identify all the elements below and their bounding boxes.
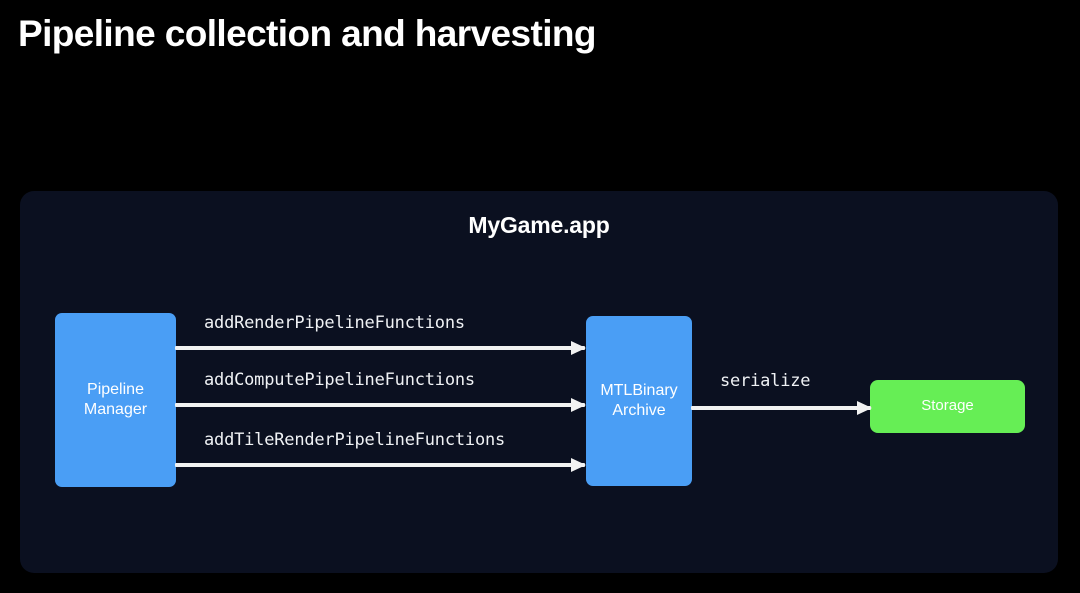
edge-label-add-tile-render-pipeline-functions: addTileRenderPipelineFunctions xyxy=(204,430,506,450)
node-pipeline-manager-label: Pipeline Manager xyxy=(84,380,147,419)
arrow-line xyxy=(175,463,585,467)
arrow-head-icon xyxy=(571,398,586,412)
node-mtl-binary-archive-line1: MTLBinary xyxy=(600,382,678,400)
app-container-panel: MyGame.app Pipeline Manager MTLBinary Ar… xyxy=(20,191,1058,573)
arrow-add-render-pipeline-functions xyxy=(175,341,586,355)
panel-title: MyGame.app xyxy=(468,212,610,238)
node-mtl-binary-archive-line2: Archive xyxy=(612,402,666,419)
node-pipeline-manager: Pipeline Manager xyxy=(55,313,176,487)
node-storage-label: Storage xyxy=(921,397,974,415)
arrow-line xyxy=(175,346,585,350)
arrow-head-icon xyxy=(571,341,586,355)
arrow-head-icon xyxy=(571,458,586,472)
arrow-line xyxy=(691,406,871,410)
node-mtl-binary-archive-label: MTLBinary Archive xyxy=(600,381,677,420)
node-storage: Storage xyxy=(870,380,1025,433)
arrow-serialize xyxy=(691,401,872,415)
page-title: Pipeline collection and harvesting xyxy=(18,13,597,54)
node-pipeline-manager-line1: Pipeline xyxy=(87,381,144,399)
edge-label-add-compute-pipeline-functions: addComputePipelineFunctions xyxy=(204,370,475,390)
edge-label-add-render-pipeline-functions: addRenderPipelineFunctions xyxy=(204,313,465,333)
node-mtl-binary-archive: MTLBinary Archive xyxy=(586,316,692,486)
arrow-head-icon xyxy=(857,401,872,415)
arrow-line xyxy=(175,403,585,407)
arrow-add-tile-render-pipeline-functions xyxy=(175,458,586,472)
arrow-add-compute-pipeline-functions xyxy=(175,398,586,412)
node-pipeline-manager-line2: Manager xyxy=(83,401,148,418)
edge-label-serialize: serialize xyxy=(720,371,811,391)
